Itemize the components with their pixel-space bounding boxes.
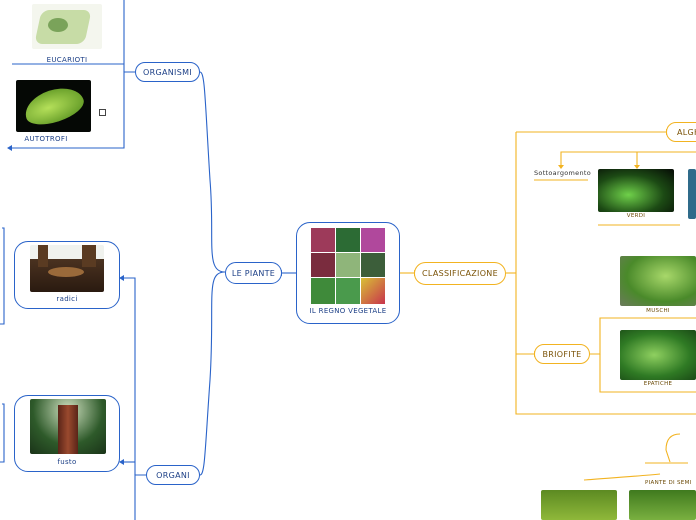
autotrofi-label: autotrofi bbox=[24, 135, 68, 143]
roots-image bbox=[30, 245, 104, 292]
briofite-node[interactable]: briofite bbox=[534, 344, 590, 364]
leaf-image bbox=[16, 80, 91, 132]
center-label: il regno vegetale bbox=[309, 307, 387, 315]
epatiche-label: epatiche bbox=[643, 381, 673, 387]
leaf-tile bbox=[311, 278, 335, 304]
flower-tile bbox=[361, 228, 385, 252]
flower-tile bbox=[311, 253, 335, 277]
sottoargomento-label[interactable]: Sottoargomento bbox=[534, 169, 591, 177]
flower-tile bbox=[361, 278, 385, 304]
piante-semi-label[interactable]: piante di semi bbox=[645, 480, 692, 486]
le-piante-node[interactable]: le piante bbox=[225, 262, 282, 284]
moss-image bbox=[620, 256, 696, 306]
liverwort-image bbox=[620, 330, 696, 380]
radici-card[interactable]: radici bbox=[14, 241, 120, 309]
leaf-tile bbox=[336, 253, 360, 277]
eucarioti-label: eucarioti bbox=[46, 56, 88, 64]
center-image bbox=[311, 228, 385, 304]
fusto-card[interactable]: fusto bbox=[14, 395, 120, 472]
fusto-label: fusto bbox=[57, 458, 77, 466]
radici-label: radici bbox=[56, 295, 78, 303]
flower-tile bbox=[311, 228, 335, 252]
seed-plant-image-2 bbox=[629, 490, 696, 520]
seed-plant-image-1 bbox=[541, 490, 617, 520]
muschi-label: muschi bbox=[646, 308, 670, 314]
external-link-icon[interactable] bbox=[99, 109, 106, 116]
classificazione-node[interactable]: classificazione bbox=[414, 262, 506, 285]
green-algae-image bbox=[598, 169, 674, 212]
verdi-label: verdi bbox=[626, 213, 646, 219]
leaf-tile bbox=[361, 253, 385, 277]
leaf-tile bbox=[336, 278, 360, 304]
algae-image-2 bbox=[688, 169, 696, 219]
organismi-node[interactable]: organismi bbox=[135, 62, 200, 82]
leaf-tile bbox=[336, 228, 360, 252]
alghe-node[interactable]: Alghe bbox=[666, 122, 696, 142]
trunk-image bbox=[30, 399, 106, 454]
center-node[interactable]: il regno vegetale bbox=[296, 222, 400, 324]
organi-node[interactable]: organi bbox=[146, 465, 200, 485]
cell-diagram-image bbox=[32, 4, 102, 49]
